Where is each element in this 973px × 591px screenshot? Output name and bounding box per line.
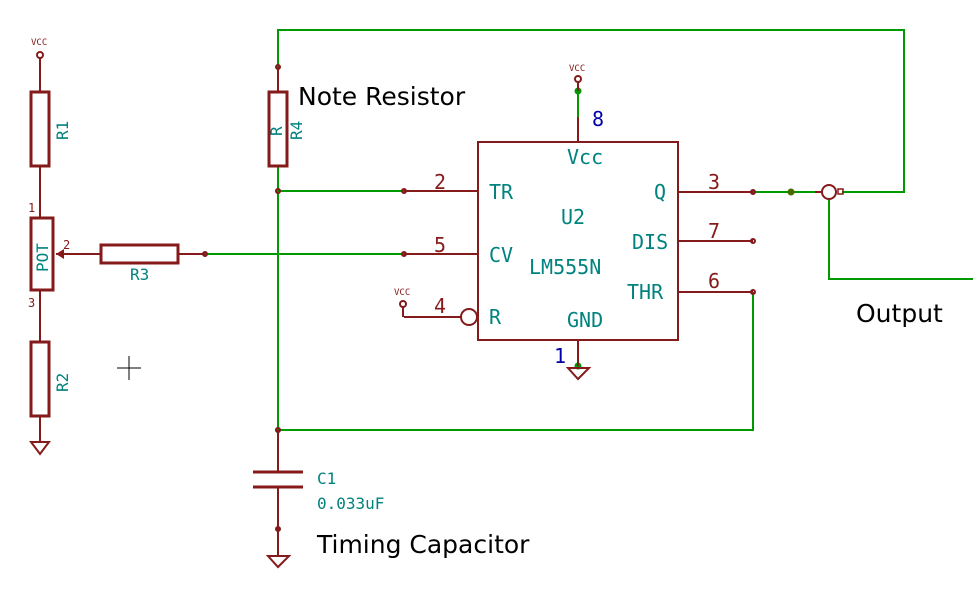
pin-label-dis: DIS bbox=[632, 230, 668, 254]
r3-label: R3 bbox=[130, 265, 149, 284]
resistor-r4: R R4 bbox=[267, 64, 306, 194]
pin-number-4: 4 bbox=[434, 294, 446, 318]
pin-4-inversion-bubble bbox=[460, 308, 478, 326]
r2-label: R2 bbox=[53, 373, 72, 392]
pin-number-5: 5 bbox=[434, 233, 446, 257]
output-connector bbox=[815, 184, 844, 200]
pin-number-2: 2 bbox=[434, 170, 446, 194]
potentiometer: POT 1 2 3 bbox=[28, 201, 101, 342]
pot-wiper-arrow bbox=[56, 249, 64, 259]
note-resistor-text: Note Resistor bbox=[298, 82, 466, 111]
capacitor-c1: C1 0.033uF bbox=[253, 427, 384, 569]
wires bbox=[39, 29, 973, 445]
wire-output bbox=[828, 200, 973, 280]
resistor-r2: R2 bbox=[29, 340, 72, 456]
r1-label: R1 bbox=[53, 121, 72, 140]
pin-label-vcc: Vcc bbox=[567, 145, 603, 169]
c1-value-label: 0.033uF bbox=[317, 494, 384, 513]
pin-number-1: 1 bbox=[554, 344, 566, 368]
pin-label-gnd: GND bbox=[567, 308, 603, 332]
wire-r4-top-feedback bbox=[277, 29, 905, 193]
junction-out bbox=[787, 188, 795, 196]
output-text: Output bbox=[856, 299, 943, 328]
pin-label-tr: TR bbox=[489, 180, 514, 204]
r2-body bbox=[29, 340, 51, 418]
gnd-left-icon bbox=[29, 441, 51, 456]
vcc-symbol-reset: VCC bbox=[394, 288, 410, 317]
c1-label: C1 bbox=[317, 469, 336, 488]
pin-label-cv: CV bbox=[489, 243, 513, 267]
output-terminal-circle bbox=[821, 184, 837, 200]
r1-body bbox=[29, 90, 51, 168]
pin-number-8: 8 bbox=[592, 107, 604, 131]
pin-number-6: 6 bbox=[708, 269, 720, 293]
pot-pin1-number: 1 bbox=[28, 201, 35, 215]
pin-label-q: Q bbox=[654, 180, 666, 204]
vcc-label: VCC bbox=[31, 38, 47, 48]
vcc-label: VCC bbox=[394, 288, 410, 298]
ic-u2: U2 LM555N Vcc TR CV R GND Q DIS THR 2 5 … bbox=[401, 107, 756, 368]
pot-pin3-number: 3 bbox=[28, 296, 35, 310]
r4-ref-label: R4 bbox=[287, 121, 306, 140]
u2-label: U2 bbox=[561, 205, 585, 229]
output-terminal-pin bbox=[837, 188, 844, 195]
vcc-circle bbox=[36, 51, 44, 59]
r4-value-label: R bbox=[267, 126, 286, 136]
pin-label-r: R bbox=[489, 305, 502, 329]
u2-value-label: LM555N bbox=[529, 255, 601, 279]
pot-label: POT bbox=[33, 243, 52, 272]
r4-body bbox=[267, 90, 289, 168]
pot-pin2-number: 2 bbox=[63, 238, 70, 252]
pin-label-thr: THR bbox=[627, 280, 664, 304]
pin-number-3: 3 bbox=[708, 170, 720, 194]
vcc-symbol-pin8: VCC bbox=[569, 64, 585, 91]
gnd-cap-icon bbox=[265, 555, 292, 569]
gnd-ic-icon bbox=[565, 367, 592, 381]
vcc-symbol-left: VCC bbox=[31, 38, 47, 92]
r3-body bbox=[99, 243, 180, 265]
timing-capacitor-text: Timing Capacitor bbox=[316, 530, 530, 559]
wire-trigger-node bbox=[277, 166, 754, 431]
vcc-label: VCC bbox=[569, 64, 585, 74]
resistor-r1: R1 bbox=[29, 90, 72, 218]
vcc-circle bbox=[574, 75, 582, 83]
crosshair-cursor-icon bbox=[117, 356, 141, 380]
vcc-circle bbox=[399, 300, 407, 308]
resistor-r3: R3 bbox=[99, 243, 208, 284]
pin-number-7: 7 bbox=[708, 219, 720, 243]
pot-body bbox=[29, 216, 55, 292]
